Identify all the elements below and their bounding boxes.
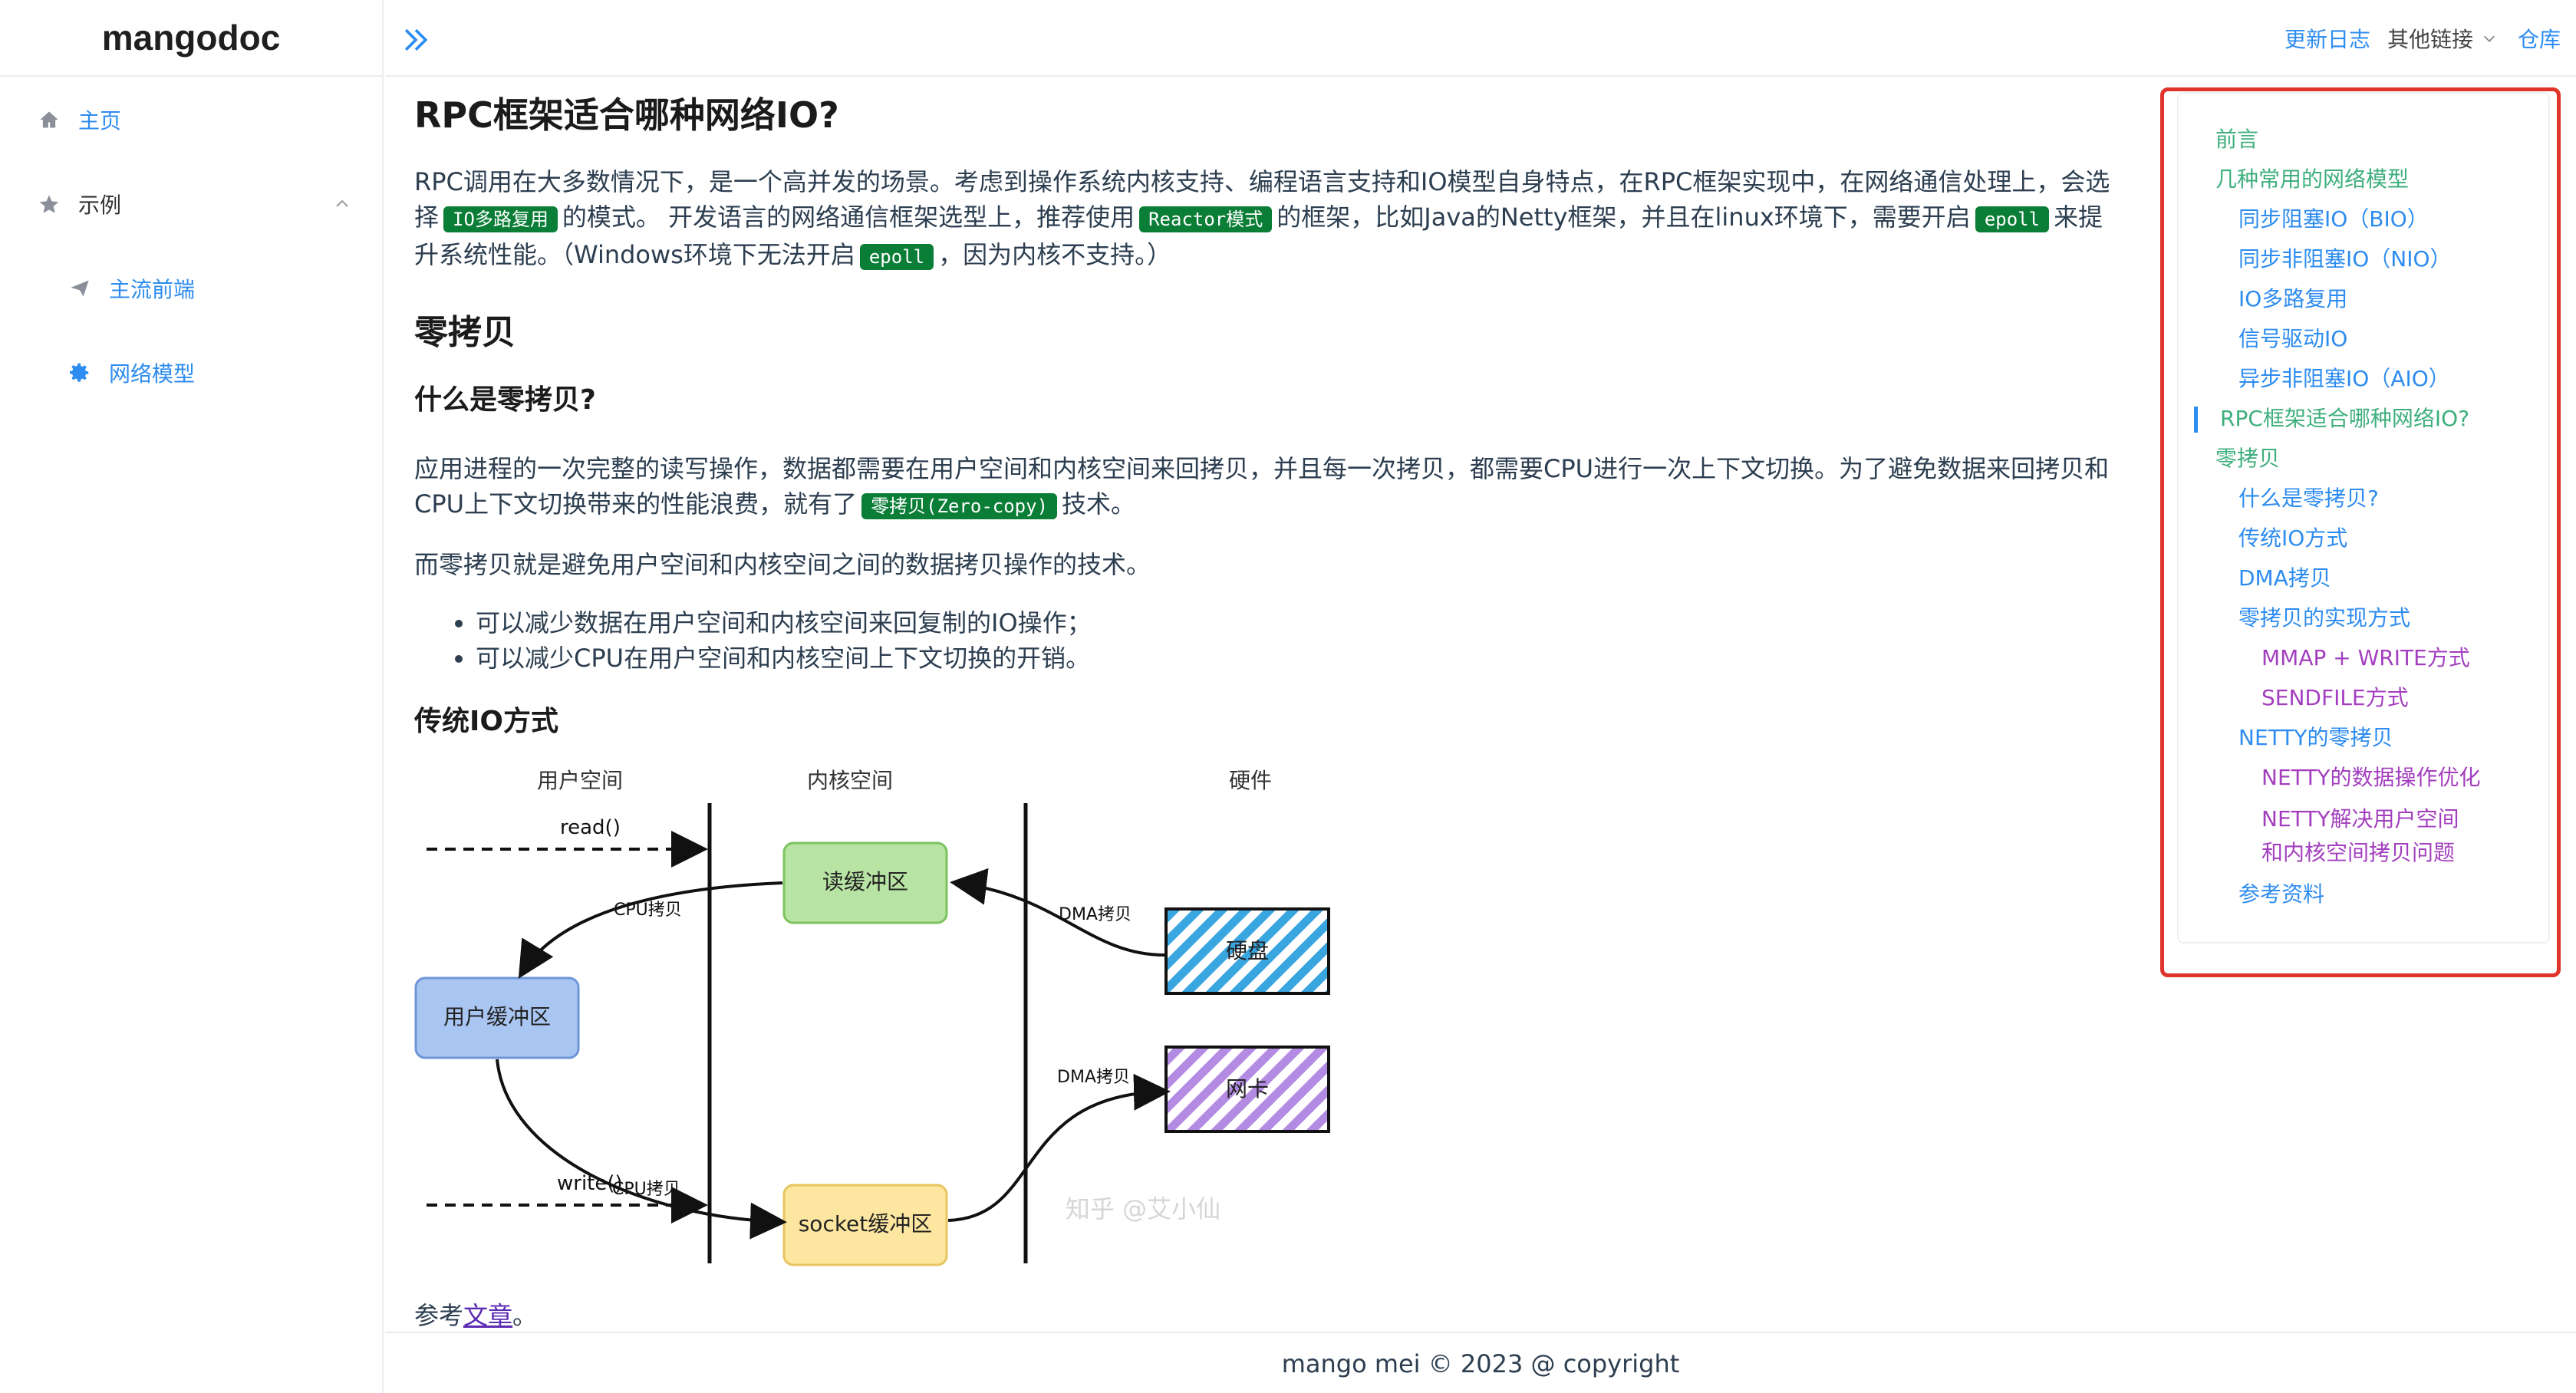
disk-label: 硬盘 — [1226, 938, 1269, 963]
watermark: 知乎 @艾小仙 — [1066, 1194, 1220, 1223]
site-logo[interactable]: mangodoc — [0, 0, 382, 77]
dma-copy-label: DMA拷贝 — [1059, 905, 1132, 924]
paragraph: 应用进程的一次完整的读写操作，数据都需要在用户空间和内核空间来回拷贝，并且每一次… — [414, 451, 2117, 524]
chevron-up-icon[interactable] — [333, 193, 351, 219]
toc-item[interactable]: NETTY的数据操作优化 — [2261, 765, 2481, 790]
sidebar: mangodoc 主页 示例 主流前端 网络模 — [0, 0, 384, 1393]
expand-sidebar-icon[interactable] — [399, 23, 433, 57]
write-label: write() — [557, 1172, 623, 1195]
inline-code: 零拷贝(Zero-copy) — [861, 493, 1058, 519]
chevron-down-icon — [2481, 30, 2498, 47]
sidebar-item-frontend[interactable]: 主流前端 — [0, 268, 382, 308]
toc-item[interactable]: 异步非阻塞IO（AIO） — [2238, 366, 2450, 391]
user-buffer-box — [414, 976, 580, 1059]
main-content: RPC框架适合哪种网络IO? RPC调用在大多数情况下，是一个高并发的场景。考虑… — [414, 77, 2117, 1335]
subsection-heading-what: 什么是零拷贝? — [414, 384, 596, 416]
sidebar-item-label: 主页 — [78, 108, 122, 133]
sidebar-item-example[interactable]: 示例 — [0, 184, 382, 224]
paragraph-text: 的模式。 开发语言的网络通信框架选型上，推荐使用 — [562, 203, 1135, 232]
toc-item[interactable]: 传统IO方式 — [2238, 525, 2348, 551]
nic-label: 网卡 — [1226, 1076, 1269, 1102]
paragraph: 而零拷贝就是避免用户空间和内核空间之间的数据拷贝操作的技术。 — [414, 550, 1151, 579]
toc-item[interactable]: IO多路复用 — [2238, 286, 2348, 311]
toc-item[interactable]: DMA拷贝 — [2238, 565, 2331, 591]
inline-code: epoll — [1975, 206, 2050, 232]
toc-item[interactable]: 几种常用的网络模型 — [2215, 166, 2410, 192]
paragraph-text: 的框架，比如Java的Netty框架，并且在linux环境下，需要开启 — [1276, 203, 1971, 232]
sidebar-item-network-model[interactable]: 网络模型 — [0, 353, 382, 393]
toc-item[interactable]: SENDFILE方式 — [2261, 685, 2409, 710]
cpu-write-arrow — [496, 1059, 787, 1240]
toc-item[interactable]: MMAP + WRITE方式 — [2261, 645, 2470, 670]
table-of-contents: 前言 几种常用的网络模型 同步阻塞IO（BIO） 同步非阻塞IO（NIO） IO… — [2177, 92, 2550, 943]
read-buffer-box — [782, 841, 948, 924]
star-icon — [34, 193, 64, 215]
paper-plane-icon — [64, 278, 95, 299]
dma-copy-label: DMA拷贝 — [1057, 1068, 1130, 1087]
reference-prefix: 参考 — [414, 1301, 464, 1330]
col-user-space: 用户空间 — [537, 768, 623, 793]
dma-write-arrow — [947, 1073, 1171, 1222]
list-item: 可以减少数据在用户空间和内核空间来回复制的IO操作； — [476, 605, 2117, 641]
footer: mango mei © 2023 @ copyright — [385, 1332, 2576, 1393]
reference-article-link[interactable]: 文章 — [463, 1301, 513, 1330]
col-hardware: 硬件 — [1229, 768, 1272, 793]
sidebar-item-label: 示例 — [78, 193, 122, 218]
paragraph: RPC调用在大多数情况下，是一个高并发的场景。考虑到操作系统内核支持、编程语言支… — [414, 164, 2117, 275]
toc-highlight-frame — [2160, 87, 2561, 977]
cpu-copy-label: CPU拷贝 — [614, 901, 682, 920]
toc-item[interactable]: 参考资料 — [2238, 881, 2325, 907]
toc-item-active[interactable]: RPC框架适合哪种网络IO? — [2179, 399, 2548, 439]
toc-item[interactable]: 信号驱动IO — [2238, 326, 2348, 351]
bullet-list: 可以减少数据在用户空间和内核空间来回复制的IO操作； 可以减少CPU在用户空间和… — [414, 605, 2117, 676]
disk-box — [1164, 907, 1330, 995]
nav-repo-link[interactable]: 仓库 — [2517, 27, 2561, 52]
paragraph-text: 技术。 — [1062, 489, 1136, 519]
subsection-heading-traditional-io: 传统IO方式 — [414, 706, 558, 737]
sidebar-item-home[interactable]: 主页 — [0, 100, 382, 140]
inline-code: Reactor模式 — [1139, 206, 1273, 232]
reference-suffix: 。 — [512, 1301, 538, 1330]
paragraph-text: RPC调用在大多数情况下，是一个高并发的场景。考虑到操作系统内核支持、编程语言支… — [414, 167, 2110, 232]
toc-item[interactable]: 同步非阻塞IO（NIO） — [2238, 246, 2452, 272]
read-label: read() — [560, 816, 621, 839]
paragraph-text: ，因为内核不支持。） — [938, 240, 1172, 269]
sidebar-menu: 主页 示例 主流前端 网络模型 — [0, 77, 382, 393]
paragraph-text: 来提升系统性能。（Windows环境下无法开启 — [414, 203, 2103, 269]
top-bar: 更新日志 其他链接 仓库 — [385, 0, 2576, 77]
sidebar-item-label: 主流前端 — [109, 277, 196, 302]
cpu-copy-label: CPU拷贝 — [612, 1180, 680, 1199]
toc-item[interactable]: 零拷贝的实现方式 — [2238, 605, 2411, 631]
gear-icon — [64, 361, 95, 384]
nic-box — [1164, 1046, 1330, 1133]
inline-code: IO多路复用 — [443, 206, 558, 232]
section-title: RPC框架适合哪种网络IO? — [414, 94, 839, 136]
col-kernel-space: 内核空间 — [807, 768, 893, 793]
toc-item[interactable]: 同步阻塞IO（BIO） — [2238, 206, 2429, 232]
nav-other-links-label: 其他链接 — [2387, 27, 2473, 52]
socket-buffer-label: socket缓冲区 — [799, 1211, 933, 1237]
dma-read-arrow — [950, 868, 1165, 957]
traditional-io-diagram: 用户空间 内核空间 硬件 read() 读缓冲区 用户缓冲区 socket缓冲区… — [414, 757, 1412, 1279]
toc-item[interactable]: NETTY的零拷贝 — [2238, 725, 2393, 750]
toc-item[interactable]: NETTY解决用户空间和内核空间拷贝问题 — [2261, 806, 2459, 865]
cpu-read-arrow — [518, 881, 783, 979]
nav-other-links-dropdown[interactable]: 其他链接 — [2387, 23, 2498, 54]
toc-item[interactable]: 前言 — [2215, 127, 2259, 152]
toc-item[interactable]: 什么是零拷贝? — [2238, 486, 2379, 511]
top-nav: 更新日志 其他链接 仓库 — [2265, 23, 2561, 54]
list-item: 可以减少CPU在用户空间和内核空间上下文切换的开销。 — [476, 641, 2117, 676]
sidebar-item-label: 网络模型 — [109, 361, 196, 387]
paragraph-text: 应用进程的一次完整的读写操作，数据都需要在用户空间和内核空间来回拷贝，并且每一次… — [414, 454, 2110, 519]
nav-changelog-link[interactable]: 更新日志 — [2284, 27, 2370, 52]
inline-code: epoll — [859, 244, 934, 270]
user-buffer-label: 用户缓冲区 — [443, 1004, 551, 1029]
reference-line: 参考文章。 — [414, 1296, 537, 1332]
home-icon — [34, 109, 64, 130]
toc-item[interactable]: 零拷贝 — [2215, 446, 2281, 471]
read-buffer-label: 读缓冲区 — [822, 869, 908, 894]
section-heading-zero-copy: 零拷贝 — [414, 313, 516, 352]
